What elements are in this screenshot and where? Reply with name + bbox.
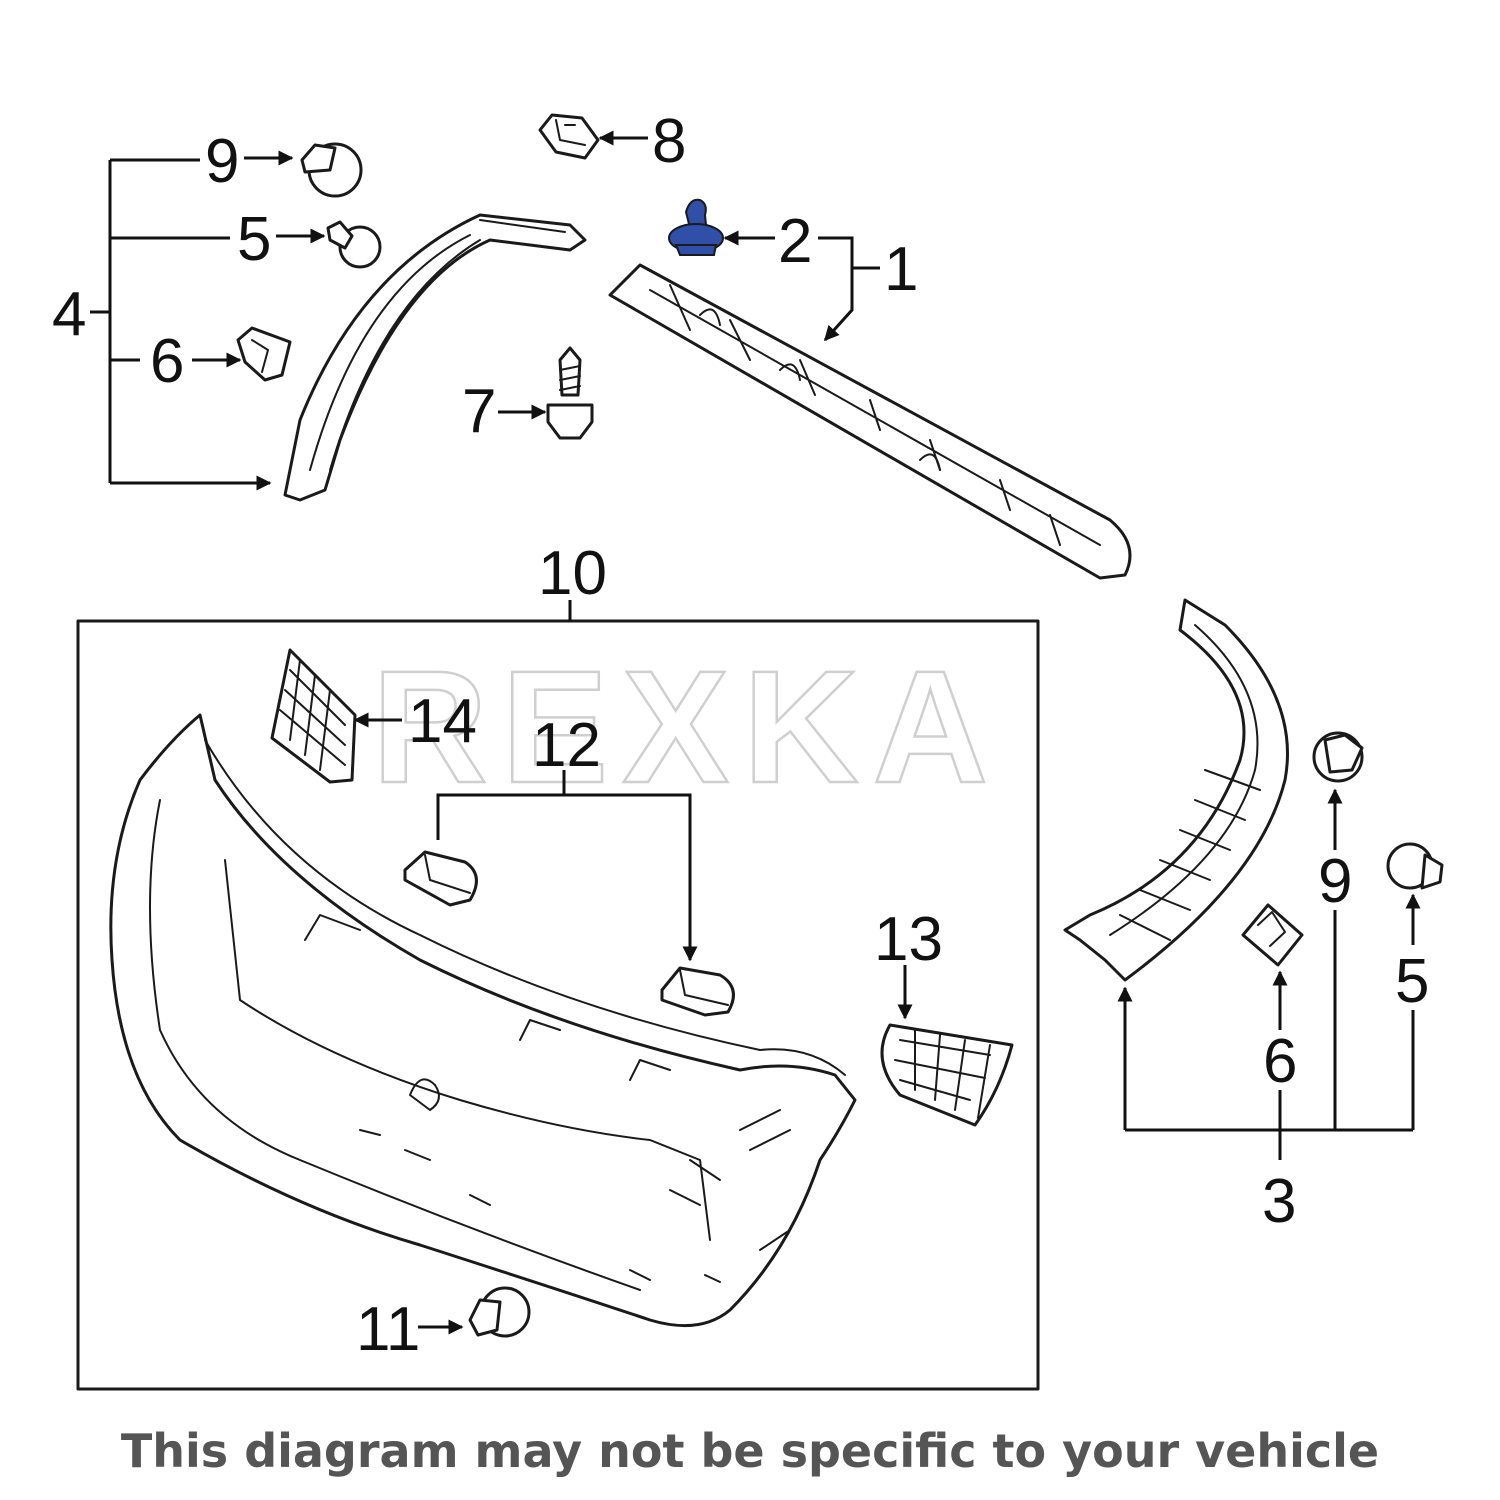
callout-8: 8 <box>652 107 686 176</box>
disclaimer-caption: This diagram may not be specific to your… <box>120 1424 1380 1478</box>
callout-10: 10 <box>538 539 607 608</box>
callout-11: 11 <box>356 1295 420 1364</box>
part-1-upper-trim <box>608 263 1132 580</box>
callout-2: 2 <box>778 207 812 276</box>
callout-6-right: 6 <box>1263 1027 1297 1096</box>
callout-5-right: 5 <box>1395 947 1429 1016</box>
callout-14: 14 <box>408 687 477 756</box>
callout-1: 1 <box>884 235 918 304</box>
part-7-screw <box>546 346 594 440</box>
callout-4: 4 <box>52 280 86 349</box>
part-10-tailgate-panel <box>109 713 857 1328</box>
part-5-pin-right <box>1386 842 1444 890</box>
part-12-clip-left <box>403 850 478 907</box>
watermark: REXKA <box>372 637 1002 816</box>
leader-lines <box>90 130 1421 1335</box>
part-3-right-pillar <box>1063 598 1289 982</box>
part-9-clip-right <box>1312 731 1364 783</box>
callouts: 9 5 4 6 7 8 2 1 10 14 12 13 11 9 5 6 3 <box>52 107 1429 1364</box>
part-8-clip-nut <box>538 113 600 160</box>
part-5-pin-top-left <box>326 220 382 269</box>
part-4-left-pillar <box>283 213 587 502</box>
part-10-group-frame <box>76 619 1040 1391</box>
callout-7: 7 <box>462 377 496 446</box>
part-11-clip <box>468 1286 531 1338</box>
part-2-clip-highlighted <box>668 198 724 256</box>
callout-5-left: 5 <box>237 205 271 274</box>
callout-13: 13 <box>874 905 943 974</box>
callout-9-right: 9 <box>1318 847 1352 916</box>
callout-12: 12 <box>532 711 601 780</box>
part-14-grille-cover <box>270 648 357 784</box>
callout-3: 3 <box>1262 1167 1296 1236</box>
callout-6-left: 6 <box>150 327 184 396</box>
callout-9-left: 9 <box>205 127 239 196</box>
part-6-nut-left <box>236 326 292 382</box>
part-9-clip-top-left <box>300 142 363 198</box>
part-6-nut-right <box>1241 903 1304 967</box>
part-13-grille-cover <box>880 1023 1014 1127</box>
part-12-clip-right <box>660 966 735 1017</box>
